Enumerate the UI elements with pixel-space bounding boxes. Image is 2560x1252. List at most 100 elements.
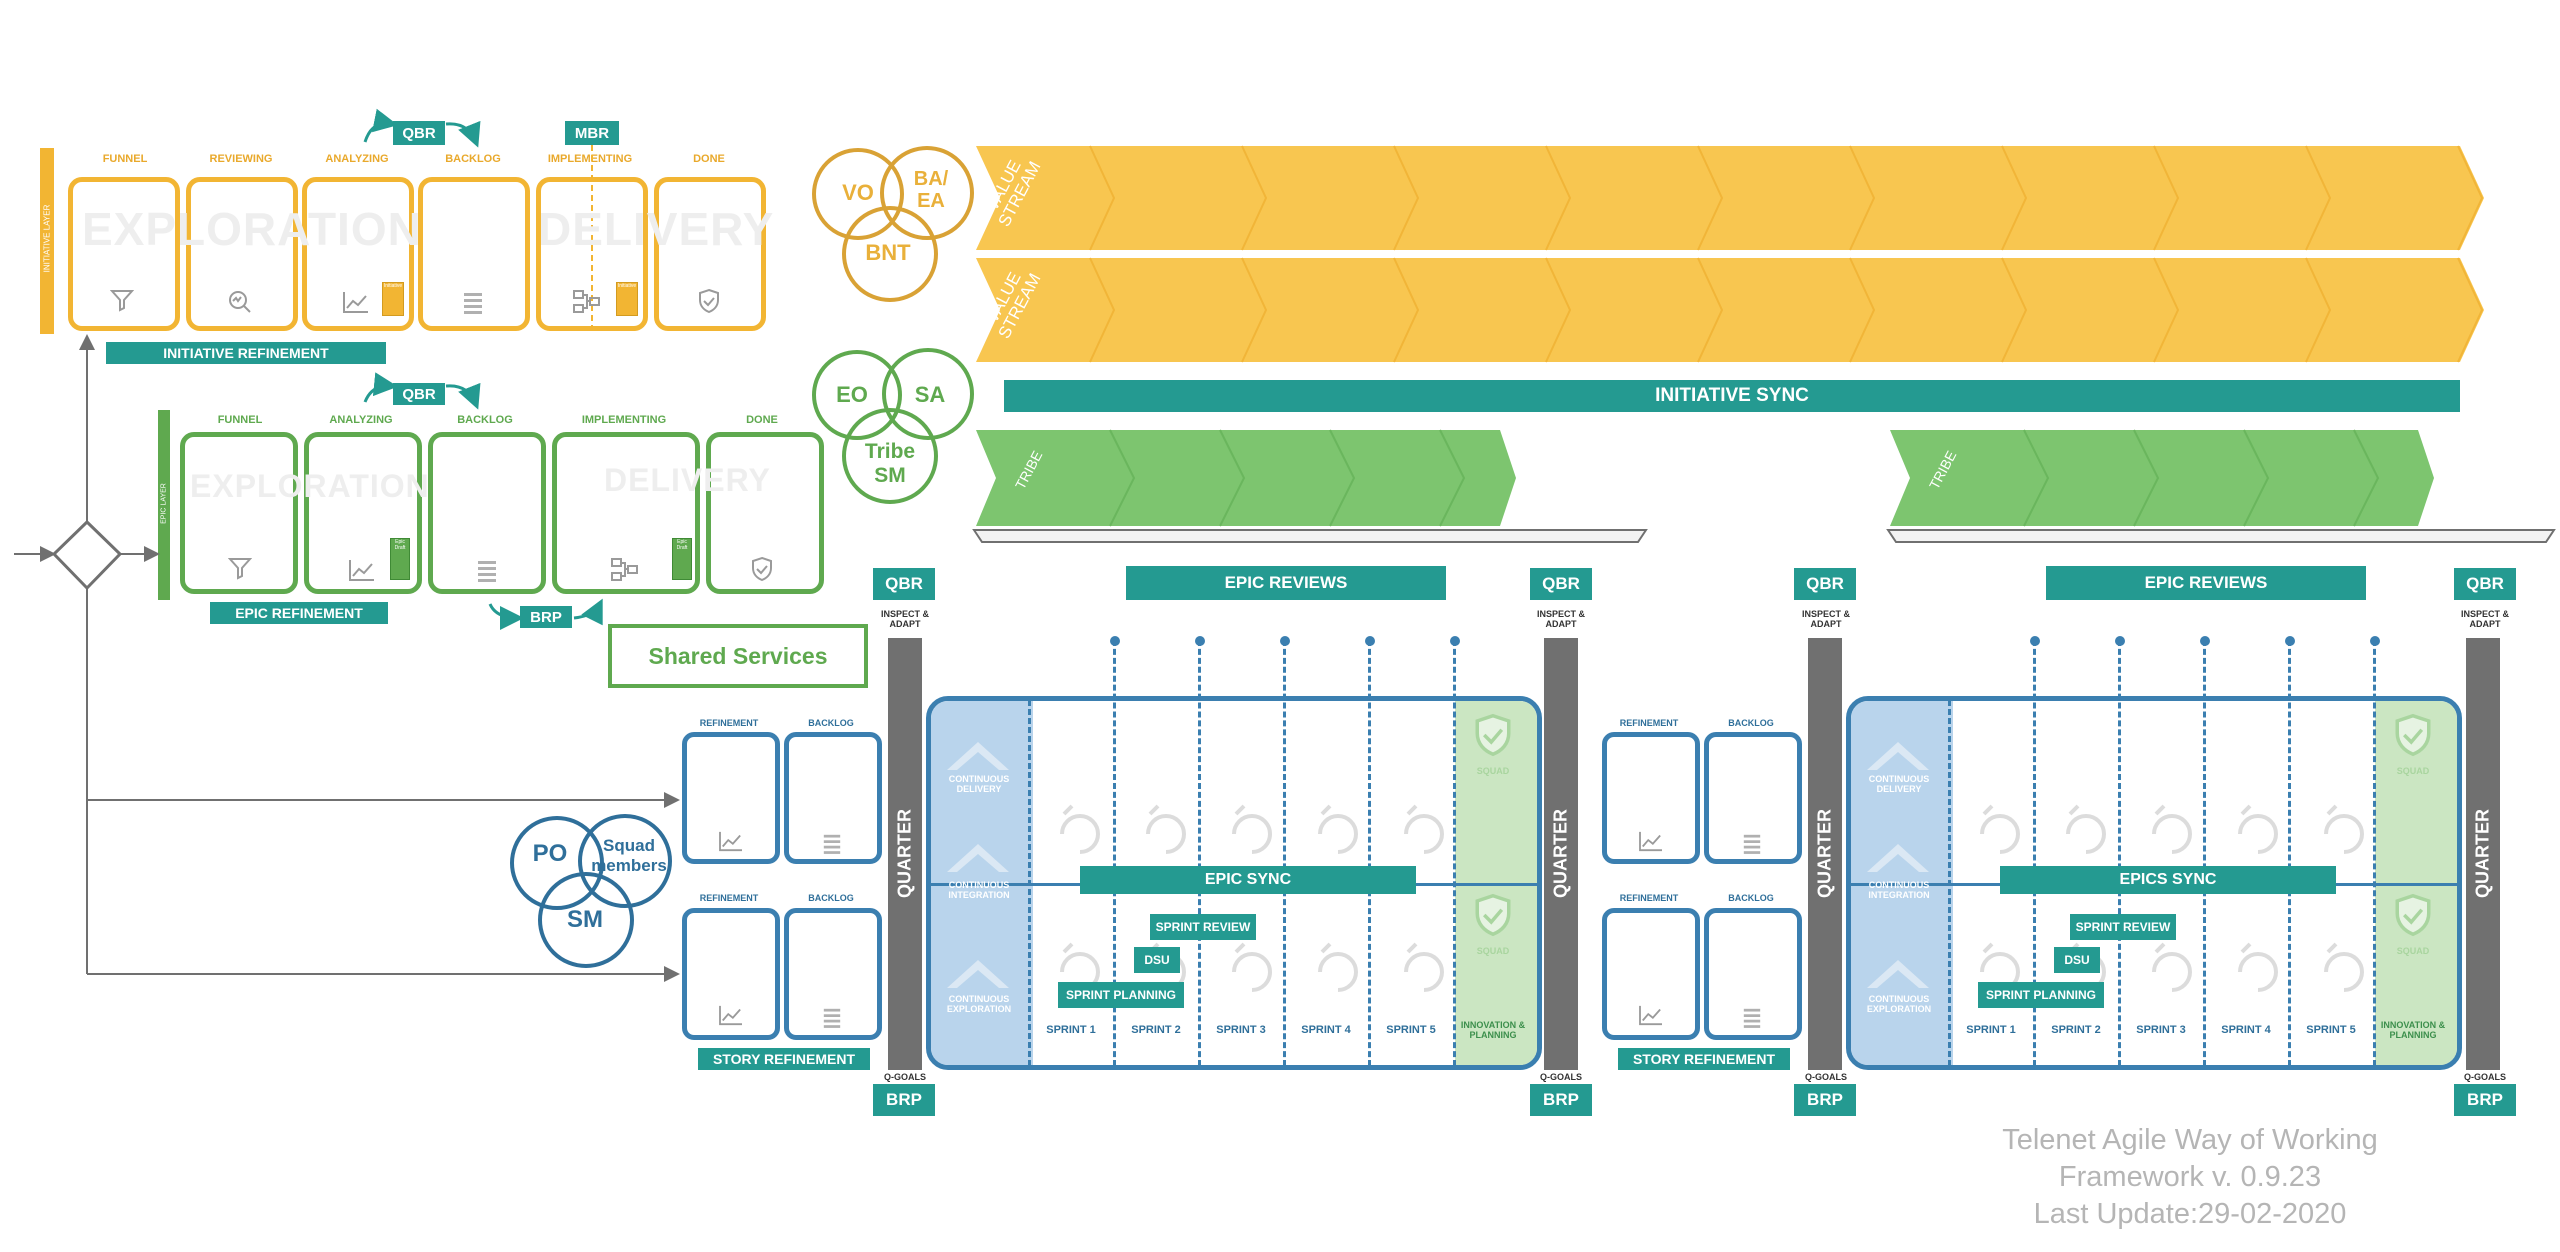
q1-review-dot-5 [1450, 636, 1460, 646]
q1-quarter-label-end: QUARTER [1550, 809, 1571, 898]
epic-col-label-backlog: BACKLOG [457, 414, 513, 426]
epic-col-label-funnel: FUNNEL [217, 414, 263, 426]
q2-backlog-box-2[interactable] [1704, 908, 1802, 1040]
q2-divider-3 [2203, 640, 2206, 1066]
q1-inspect-start: INSPECT & ADAPT [880, 609, 929, 629]
q1-qbr-end[interactable]: QBR [1530, 568, 1592, 600]
q2-backlog-label-2: BACKLOG [1728, 893, 1774, 903]
q1-refinement-box-2[interactable] [682, 908, 780, 1040]
q1-qbr-start[interactable]: QBR [873, 568, 935, 600]
q2-divider-0 [1948, 700, 1951, 1066]
q1-review-dot-1 [1110, 636, 1120, 646]
q1-iteration-icons [1060, 804, 1444, 992]
q2-dsu[interactable]: DSU [2054, 947, 2100, 973]
tribe-1[interactable] [972, 429, 1648, 543]
epic-refinement-button[interactable]: EPIC REFINEMENT [210, 602, 388, 624]
q2-refinement-box-1[interactable] [1602, 732, 1700, 864]
q1-epic-reviews[interactable]: EPIC REVIEWS [1126, 566, 1446, 600]
epic-col-analyzing[interactable] [304, 432, 422, 594]
q2-epic-reviews[interactable]: EPIC REVIEWS [2046, 566, 2366, 600]
q2-squad-label-1: SQUAD [2396, 766, 2430, 776]
q2-continuous-exploration: CONTINUOUS EXPLORATION [1866, 994, 1932, 1014]
q2-qbr-start[interactable]: QBR [1794, 568, 1856, 600]
q1-chevron-up-icon-1 [947, 742, 1009, 770]
q2-epic-sync[interactable]: EPICS SYNC [2000, 866, 2336, 894]
q1-backlog-label-2: BACKLOG [808, 893, 854, 903]
venn-top-text-a: VO [842, 180, 874, 205]
q2-divider-1 [2033, 640, 2036, 1066]
venn-mid-text-c: Tribe SM [864, 440, 916, 487]
q2-squad-shield-icon-2 [2395, 893, 2431, 937]
tribes [972, 429, 2556, 543]
q2-list-icon-2 [1743, 1008, 1761, 1028]
initiative-sync-bar[interactable]: INITIATIVE SYNC [1004, 380, 2460, 412]
q2-chevron-up-icon-3 [1867, 960, 1929, 988]
q1-story-refinement[interactable]: STORY REFINEMENT [698, 1048, 870, 1070]
col-label-done: DONE [693, 153, 725, 165]
venn-squad-text-b: Squad members [591, 836, 667, 875]
shared-services-box[interactable]: Shared Services [608, 624, 868, 688]
q1-chevron-up-icon-3 [947, 960, 1009, 988]
q2-squad-shield-icon-1 [2395, 713, 2431, 757]
q1-backlog-box-2[interactable] [784, 908, 882, 1040]
epic-col-label-implementing: IMPLEMENTING [581, 414, 667, 426]
shared-services-label: Shared Services [648, 642, 828, 669]
initiative-refinement-button[interactable]: INITIATIVE REFINEMENT [106, 342, 386, 364]
q2-refinement-box-2[interactable] [1602, 908, 1700, 1040]
q2-chevron-up-icon-1 [1867, 742, 1929, 770]
q1-continuous-exploration: CONTINUOUS EXPLORATION [946, 994, 1012, 1014]
epic-qbr-tag[interactable]: QBR [393, 383, 445, 405]
q2-story-refinement[interactable]: STORY REFINEMENT [1618, 1048, 1790, 1070]
epic-funnel-icon [228, 558, 252, 580]
q1-quarter-bar-start [888, 638, 922, 1070]
q1-quarter-label-start: QUARTER [894, 809, 915, 898]
epic-line-chart-icon [349, 560, 374, 581]
epic-col-funnel[interactable] [180, 432, 298, 594]
q2-sprint-2: SPRINT 2 [2051, 1024, 2101, 1036]
epic-layer-bar [158, 410, 170, 600]
q1-chevron-up-icon-2 [947, 844, 1009, 872]
q1-epic-sync[interactable]: EPIC SYNC [1080, 866, 1416, 894]
col-label-analyzing: ANALYZING [325, 153, 389, 165]
q1-review-dot-4 [1365, 636, 1375, 646]
q2-brp-end[interactable]: BRP [2454, 1084, 2516, 1116]
q2-chart-icon-1 [1639, 831, 1662, 852]
q1-chart-icon-2 [719, 1005, 742, 1026]
footer-version: Framework v. 0.9.23 [2058, 1161, 2322, 1193]
q2-sprint-planning[interactable]: SPRINT PLANNING [1978, 982, 2104, 1008]
value-stream-1[interactable] [976, 145, 2484, 251]
q1-brp-start[interactable]: BRP [873, 1084, 935, 1116]
initiative-col-done[interactable] [654, 177, 766, 331]
q2-brp-start[interactable]: BRP [1794, 1084, 1856, 1116]
value-stream-2[interactable] [976, 257, 2484, 363]
q2-divider-2 [2118, 640, 2121, 1066]
initiative-card-implementing[interactable]: Initiative [616, 282, 638, 316]
epic-card-implementing[interactable]: Epic Draft [672, 538, 692, 580]
initiative-col-reviewing[interactable] [186, 177, 298, 331]
q2-qbr-end[interactable]: QBR [2454, 568, 2516, 600]
q2-sprint-5: SPRINT 5 [2306, 1024, 2356, 1036]
initiative-ghost-exploration: EXPLORATION [82, 203, 422, 255]
q2-refinement-label-2: REFINEMENT [1619, 893, 1679, 903]
q1-sprint-planning[interactable]: SPRINT PLANNING [1058, 982, 1184, 1008]
initiative-mbr-tag[interactable]: MBR [565, 121, 619, 145]
q1-qgoals-end: Q-GOALS [1540, 1072, 1582, 1082]
q2-qgoals-start: Q-GOALS [1805, 1072, 1847, 1082]
initiative-card-analyzing[interactable]: Initiative [382, 282, 404, 316]
q1-divider-3 [1283, 640, 1286, 1066]
q2-inspect-start: INSPECT & ADAPT [1801, 609, 1850, 629]
q1-sprint-review[interactable]: SPRINT REVIEW [1150, 914, 1256, 940]
venn-top-text-c: BNT [865, 240, 911, 265]
initiative-qbr-tag[interactable]: QBR [393, 121, 445, 145]
q2-review-dot-2 [2115, 636, 2125, 646]
q1-divider-0 [1028, 700, 1031, 1066]
epic-brp-tag[interactable]: BRP [520, 606, 572, 628]
tribe-2[interactable] [1886, 429, 2556, 543]
q2-backlog-box-1[interactable] [1704, 732, 1802, 864]
q1-brp-end[interactable]: BRP [1530, 1084, 1592, 1116]
q1-dsu[interactable]: DSU [1134, 947, 1180, 973]
q2-sprint-review[interactable]: SPRINT REVIEW [2070, 914, 2176, 940]
q2-squad-label-2: SQUAD [2396, 946, 2430, 956]
epic-card-analyzing[interactable]: Epic Draft [390, 538, 410, 580]
q2-backlog-label-1: BACKLOG [1728, 718, 1774, 728]
